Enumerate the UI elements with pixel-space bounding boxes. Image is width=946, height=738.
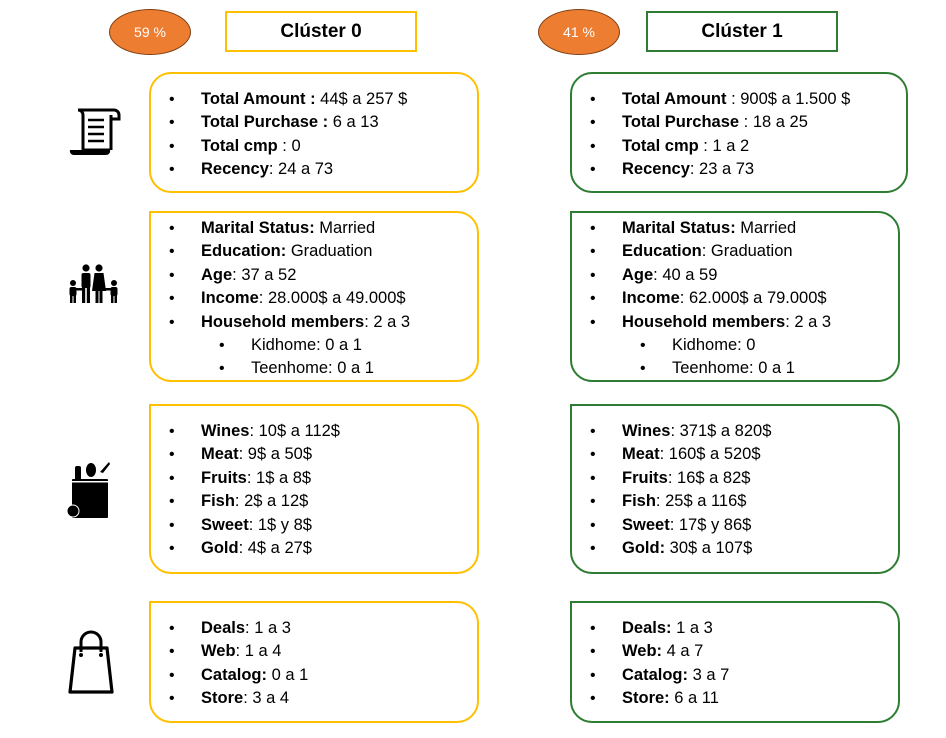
list-item: Wines: 10$ a 112$ xyxy=(151,420,477,444)
list-item: Age: 37 a 52 xyxy=(151,264,477,288)
list-item: Store: 6 a 11 xyxy=(572,687,898,711)
sub-list-item: Teenhome: 0 a 1 xyxy=(572,357,898,381)
sub-list-item: Kidhome: 0 a 1 xyxy=(151,334,477,358)
list-item: Recency: 24 a 73 xyxy=(151,158,477,182)
list-item: Sweet: 17$ y 86$ xyxy=(572,514,898,538)
sub-list-item: Teenhome: 0 a 1 xyxy=(151,357,477,381)
list-item: Total Purchase : 18 a 25 xyxy=(572,111,906,135)
list-item: Total Amount : 900$ a 1.500 $ xyxy=(572,88,906,112)
list-item: Catalog: 0 a 1 xyxy=(151,664,477,688)
sub-list-item: Kidhome: 0 xyxy=(572,334,898,358)
list-item: Web: 4 a 7 xyxy=(572,640,898,664)
list-item: Marital Status: Married xyxy=(151,217,477,241)
cluster-1-channels-card: Deals: 1 a 3 Web: 4 a 7 Catalog: 3 a 7 S… xyxy=(570,601,900,723)
cluster-0-purchase-card: Total Amount : 44$ a 257 $ Total Purchas… xyxy=(149,72,479,193)
cluster-0-channels-card: Deals: 1 a 3 Web: 1 a 4 Catalog: 0 a 1 S… xyxy=(149,601,479,723)
list-item: Deals: 1 a 3 xyxy=(572,617,898,641)
cluster-1-purchase-card: Total Amount : 900$ a 1.500 $ Total Purc… xyxy=(570,72,908,193)
list-item: Meat: 160$ a 520$ xyxy=(572,443,898,467)
list-item: Fish: 2$ a 12$ xyxy=(151,490,477,514)
list-item: Wines: 371$ a 820$ xyxy=(572,420,898,444)
cluster-1-share-badge: 41 % xyxy=(538,9,620,55)
list-item: Education: Graduation xyxy=(572,240,898,264)
list-item: Household members: 2 a 3 xyxy=(151,311,477,335)
list-item: Recency: 23 a 73 xyxy=(572,158,906,182)
list-item: Total Purchase : 6 a 13 xyxy=(151,111,477,135)
list-item: Income: 28.000$ a 49.000$ xyxy=(151,287,477,311)
list-item: Total cmp : 1 a 2 xyxy=(572,135,906,159)
list-item: Fruits: 16$ a 82$ xyxy=(572,467,898,491)
cluster-0-demographics-card: Marital Status: Married Education: Gradu… xyxy=(149,211,479,382)
grocery-bag-icon xyxy=(66,462,110,518)
cluster-1-title: Clúster 1 xyxy=(646,11,838,52)
list-item: Total cmp : 0 xyxy=(151,135,477,159)
list-item: Deals: 1 a 3 xyxy=(151,617,477,641)
list-item: Gold: 4$ a 27$ xyxy=(151,537,477,561)
list-item: Store: 3 a 4 xyxy=(151,687,477,711)
cluster-1-demographics-card: Marital Status: Married Education: Gradu… xyxy=(570,211,900,382)
cluster-0-share-badge: 59 % xyxy=(109,9,191,55)
list-item: Income: 62.000$ a 79.000$ xyxy=(572,287,898,311)
cluster-0-title: Clúster 0 xyxy=(225,11,417,52)
list-item: Web: 1 a 4 xyxy=(151,640,477,664)
list-item: Household members: 2 a 3 xyxy=(572,311,898,335)
family-icon xyxy=(69,264,118,303)
list-item: Fruits: 1$ a 8$ xyxy=(151,467,477,491)
list-item: Education: Graduation xyxy=(151,240,477,264)
list-item: Meat: 9$ a 50$ xyxy=(151,443,477,467)
list-item: Gold: 30$ a 107$ xyxy=(572,537,898,561)
receipt-icon xyxy=(69,108,121,156)
list-item: Total Amount : 44$ a 257 $ xyxy=(151,88,477,112)
list-item: Fish: 25$ a 116$ xyxy=(572,490,898,514)
list-item: Marital Status: Married xyxy=(572,217,898,241)
list-item: Age: 40 a 59 xyxy=(572,264,898,288)
shopping-bag-icon xyxy=(68,630,114,694)
cluster-0-products-card: Wines: 10$ a 112$ Meat: 9$ a 50$ Fruits:… xyxy=(149,404,479,574)
list-item: Catalog: 3 a 7 xyxy=(572,664,898,688)
cluster-1-products-card: Wines: 371$ a 820$ Meat: 160$ a 520$ Fru… xyxy=(570,404,900,574)
list-item: Sweet: 1$ y 8$ xyxy=(151,514,477,538)
